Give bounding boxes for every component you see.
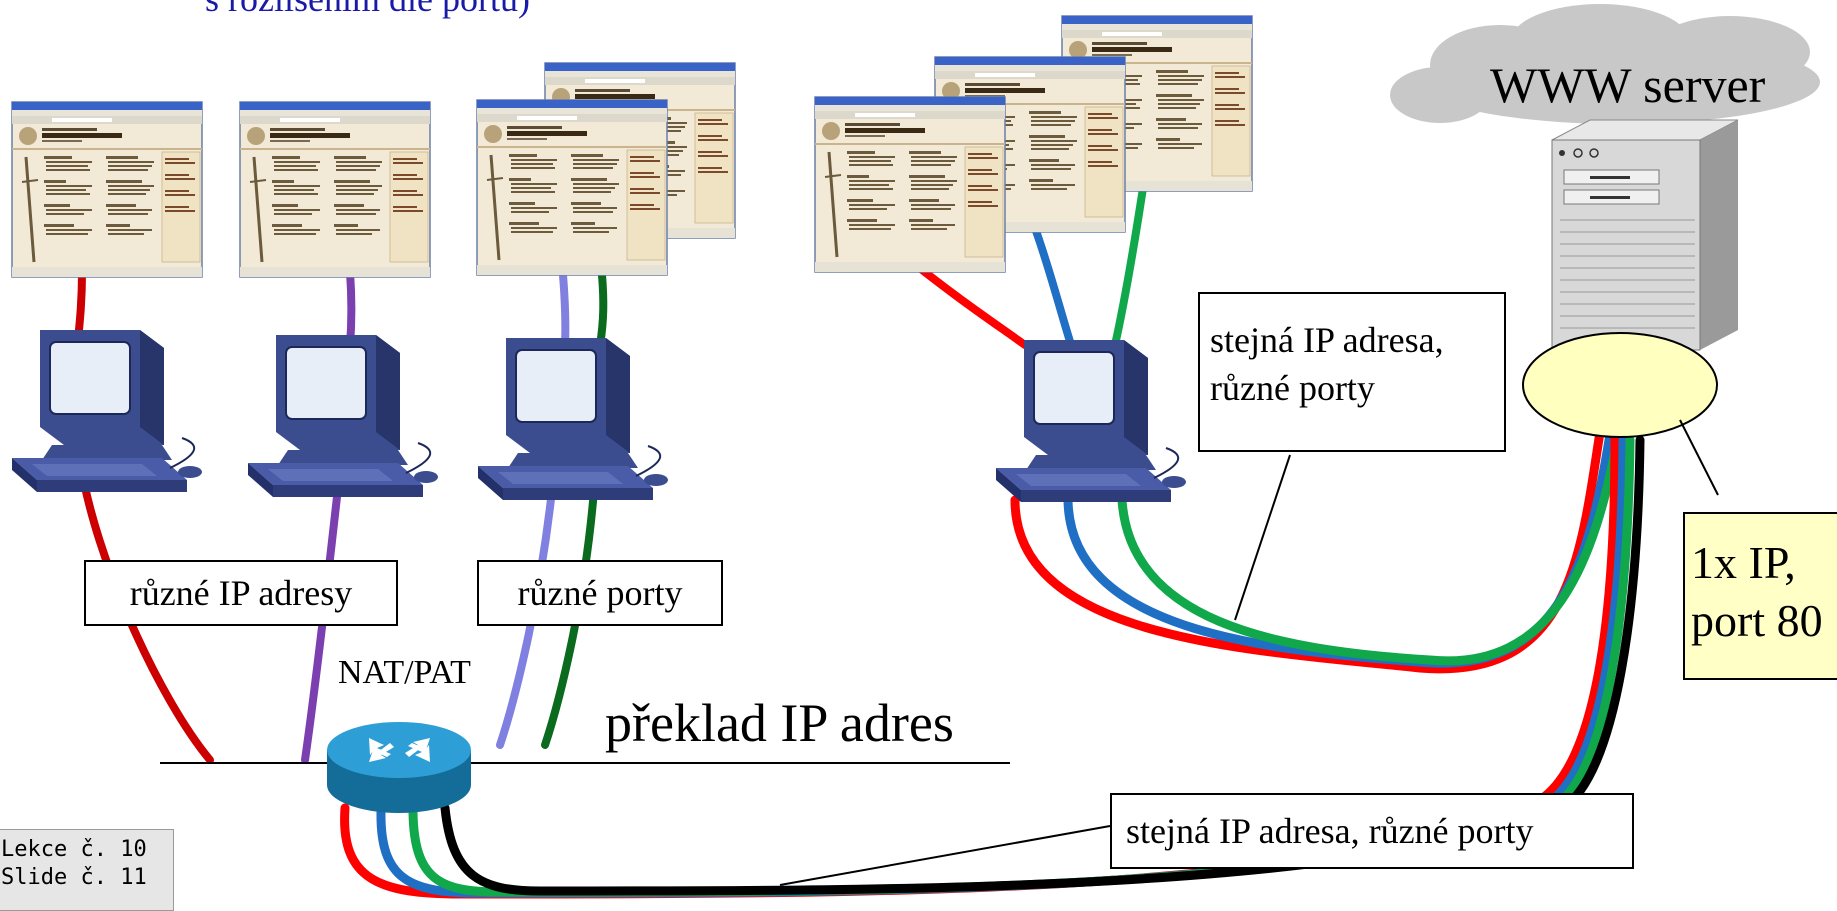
top-caption: s rozlišením dle portu) bbox=[205, 0, 530, 20]
footer-line2: Slide č. 11 bbox=[1, 865, 147, 890]
label-stejna-ip-2: stejná IP adresa, různé porty bbox=[1110, 793, 1634, 869]
cable-green-pc4-top bbox=[1111, 184, 1147, 349]
label-ip-line2: port 80 bbox=[1691, 595, 1823, 646]
label-stejna-ip-1: stejná IP adresa, různé porty bbox=[1198, 292, 1506, 452]
label-ruzne-porty: různé porty bbox=[477, 560, 723, 626]
callout-line-1 bbox=[1234, 454, 1291, 621]
cloud bbox=[1390, 4, 1820, 124]
computer-2 bbox=[247, 334, 439, 498]
computer-3 bbox=[477, 337, 669, 501]
router-icon bbox=[327, 722, 471, 813]
cable-lightblue-pc3-top bbox=[559, 271, 570, 349]
callout-line-3 bbox=[779, 825, 1111, 886]
computer-1 bbox=[11, 329, 203, 493]
computer-4 bbox=[995, 339, 1187, 503]
server-label: WWW server bbox=[1490, 57, 1766, 113]
label-ruzne-ip: různé IP adresy bbox=[84, 560, 398, 626]
cable-red-pc4-server bbox=[1010, 427, 1605, 674]
server-interface bbox=[1522, 332, 1718, 438]
browser-window-4a bbox=[813, 95, 1007, 274]
footer-line1: Lekce č. 10 bbox=[1, 837, 147, 862]
browser-window-1 bbox=[10, 100, 204, 279]
cable-group bbox=[74, 184, 1645, 899]
cable-green-pc3-top bbox=[596, 271, 608, 349]
cable-green-pc3-bottom bbox=[541, 486, 598, 749]
cable-black-router bbox=[440, 435, 1645, 896]
label-preklad: překlad IP adres bbox=[605, 693, 954, 753]
slide-footer: Lekce č. 10 Slide č. 11 bbox=[0, 829, 174, 911]
cable-red-pc4-top bbox=[908, 258, 1029, 349]
cable-purple-pc2-top bbox=[346, 268, 356, 349]
cable-green-pc4-server bbox=[1117, 431, 1623, 666]
cable-lightblue-pc3-bottom bbox=[496, 486, 556, 749]
browser-window-3a bbox=[475, 98, 669, 277]
browser-window-2 bbox=[238, 100, 432, 279]
callout-line-2 bbox=[1679, 419, 1719, 496]
server-tower bbox=[1551, 119, 1739, 351]
label-ip-port: 1x IP, port 80 bbox=[1683, 512, 1837, 680]
label-ip-line1: 1x IP, bbox=[1691, 537, 1796, 588]
cable-red-pc1-top bbox=[74, 268, 86, 344]
label-nat-pat: NAT/PAT bbox=[338, 654, 471, 691]
cable-blue-pc4-top bbox=[1031, 224, 1076, 352]
